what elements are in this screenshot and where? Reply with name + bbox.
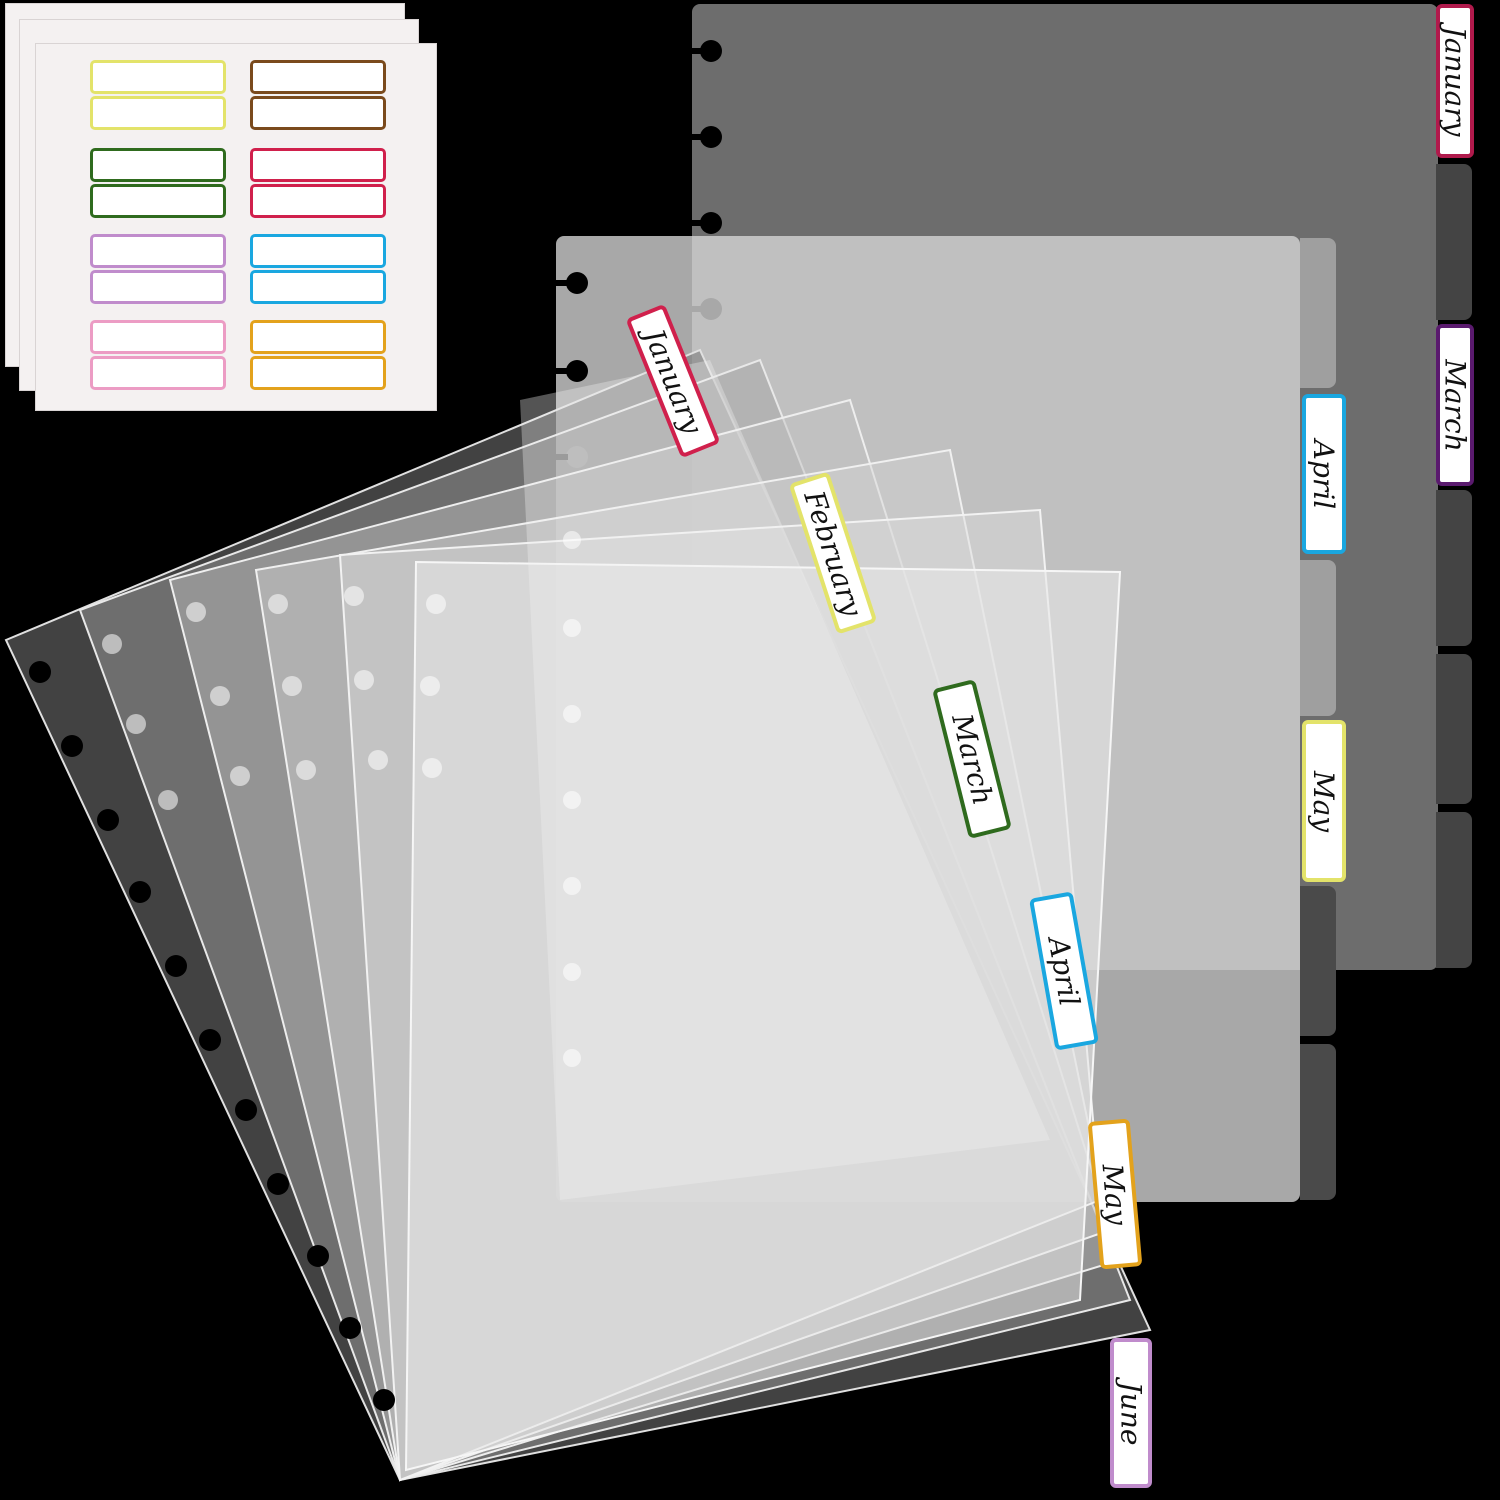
back-tab-march[interactable]: March bbox=[1436, 324, 1474, 486]
sticker-green-1 bbox=[90, 148, 226, 182]
sticker-sheet-front bbox=[36, 44, 436, 410]
tab-label-text: April bbox=[1041, 933, 1087, 1009]
sticker-pink-2 bbox=[90, 356, 226, 390]
fan-holes-light bbox=[102, 531, 581, 1067]
sticker-gold-1 bbox=[250, 320, 386, 354]
fan-tab-june[interactable]: June bbox=[1110, 1338, 1152, 1488]
sticker-crimson-1 bbox=[250, 148, 386, 182]
sticker-pink-1 bbox=[90, 320, 226, 354]
fan-divider-6 bbox=[404, 560, 1122, 1472]
sticker-lilac-1 bbox=[90, 234, 226, 268]
sticker-yellow-2 bbox=[90, 96, 226, 130]
sticker-cyan-1 bbox=[250, 234, 386, 268]
middle-divider-side-tab bbox=[1300, 238, 1336, 388]
sticker-gold-2 bbox=[250, 356, 386, 390]
sticker-yellow-1 bbox=[90, 60, 226, 94]
binder-hole bbox=[690, 212, 722, 234]
middle-divider-side-tab bbox=[1300, 886, 1336, 1036]
binder-hole bbox=[556, 272, 588, 294]
back-divider-side-tab bbox=[1436, 654, 1472, 804]
back-divider-side-tab bbox=[1436, 164, 1472, 320]
sticker-lilac-2 bbox=[90, 270, 226, 304]
middle-tab-may[interactable]: May bbox=[1302, 720, 1346, 882]
back-tab-january[interactable]: January bbox=[1436, 4, 1474, 158]
middle-divider-side-tab bbox=[1300, 560, 1336, 716]
fan-holes bbox=[29, 661, 395, 1411]
back-divider-side-tab bbox=[1436, 490, 1472, 646]
tab-label-text: May bbox=[1095, 1162, 1135, 1226]
sticker-brown-2 bbox=[250, 96, 386, 130]
sticker-cyan-2 bbox=[250, 270, 386, 304]
tab-label-text: June bbox=[1114, 1381, 1148, 1445]
back-divider-side-tab bbox=[1436, 812, 1472, 968]
middle-tab-april[interactable]: April bbox=[1302, 394, 1346, 554]
binder-hole bbox=[690, 126, 722, 148]
sticker-brown-1 bbox=[250, 60, 386, 94]
middle-divider-side-tab bbox=[1300, 1044, 1336, 1200]
fan-divider-7 bbox=[520, 360, 1050, 1200]
binder-hole bbox=[690, 40, 722, 62]
sticker-crimson-2 bbox=[250, 184, 386, 218]
binder-hole bbox=[556, 360, 588, 382]
sticker-green-2 bbox=[90, 184, 226, 218]
